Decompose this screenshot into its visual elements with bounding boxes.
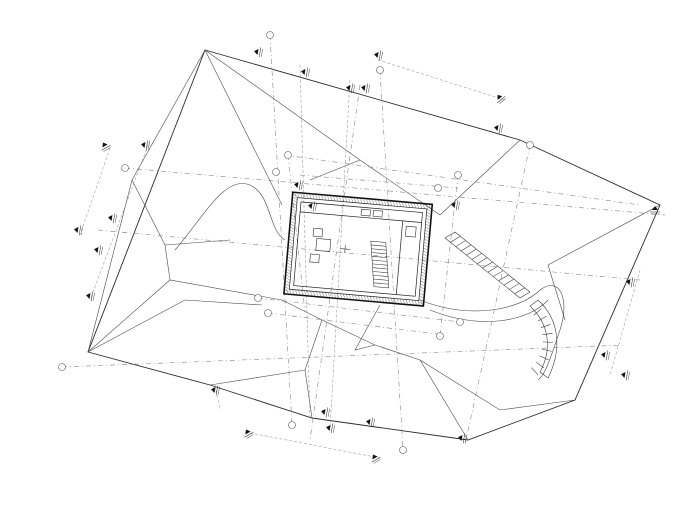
level-markers xyxy=(74,47,660,464)
grid-lines xyxy=(61,34,666,451)
grid-circle-icon xyxy=(456,318,464,326)
grid-circle-icon xyxy=(264,309,272,317)
elevation-triangle-icon xyxy=(74,225,83,236)
grid-circle-icon xyxy=(436,332,444,340)
elevation-triangle-icon xyxy=(101,142,111,152)
elevation-triangle-icon xyxy=(366,417,375,428)
grid-circle-icon xyxy=(266,31,274,39)
roof-ridges xyxy=(87,49,661,441)
grid-bubbles xyxy=(58,31,534,454)
elevation-triangle-icon xyxy=(621,370,630,381)
elevation-triangle-icon xyxy=(86,291,95,302)
grid-circle-icon xyxy=(376,66,384,74)
elevation-triangle-icon xyxy=(108,213,117,224)
elevation-triangle-icon xyxy=(308,201,317,212)
elevation-triangle-icon xyxy=(326,423,335,434)
elevation-triangle-icon xyxy=(321,407,330,418)
house-floor-plan xyxy=(283,191,434,308)
grid-circle-icon xyxy=(526,141,534,149)
dimension-lines xyxy=(79,59,641,459)
elevation-triangle-icon xyxy=(451,200,460,211)
elevation-triangle-icon xyxy=(361,83,370,94)
elevation-triangle-icon xyxy=(301,67,310,78)
elevation-triangle-icon xyxy=(244,429,254,439)
elevation-triangle-icon xyxy=(626,277,635,288)
grid-circle-icon xyxy=(454,171,462,179)
elevation-triangle-icon xyxy=(254,47,263,58)
elevation-triangle-icon xyxy=(601,350,610,361)
grid-circle-icon xyxy=(434,184,442,192)
elevation-triangle-icon xyxy=(374,50,383,61)
elevation-triangle-icon xyxy=(458,433,467,444)
grid-circle-icon xyxy=(288,421,296,429)
elevation-triangle-icon xyxy=(497,94,506,104)
grid-circle-icon xyxy=(399,446,407,454)
elevation-triangle-icon xyxy=(211,385,220,396)
elevation-triangle-icon xyxy=(494,123,503,134)
elevation-triangle-icon xyxy=(94,245,103,256)
elevation-triangle-icon xyxy=(294,180,303,191)
grid-circle-icon xyxy=(272,168,280,176)
grid-circle-icon xyxy=(58,363,66,371)
elevation-triangle-icon xyxy=(371,454,381,464)
grid-circle-icon xyxy=(284,151,292,159)
elevation-triangle-icon xyxy=(141,140,150,151)
elevation-triangle-icon xyxy=(650,206,660,215)
grid-circle-icon xyxy=(254,294,262,302)
grid-circle-icon xyxy=(121,164,129,172)
exterior-stair xyxy=(444,231,558,379)
elevation-triangle-icon xyxy=(346,83,355,94)
